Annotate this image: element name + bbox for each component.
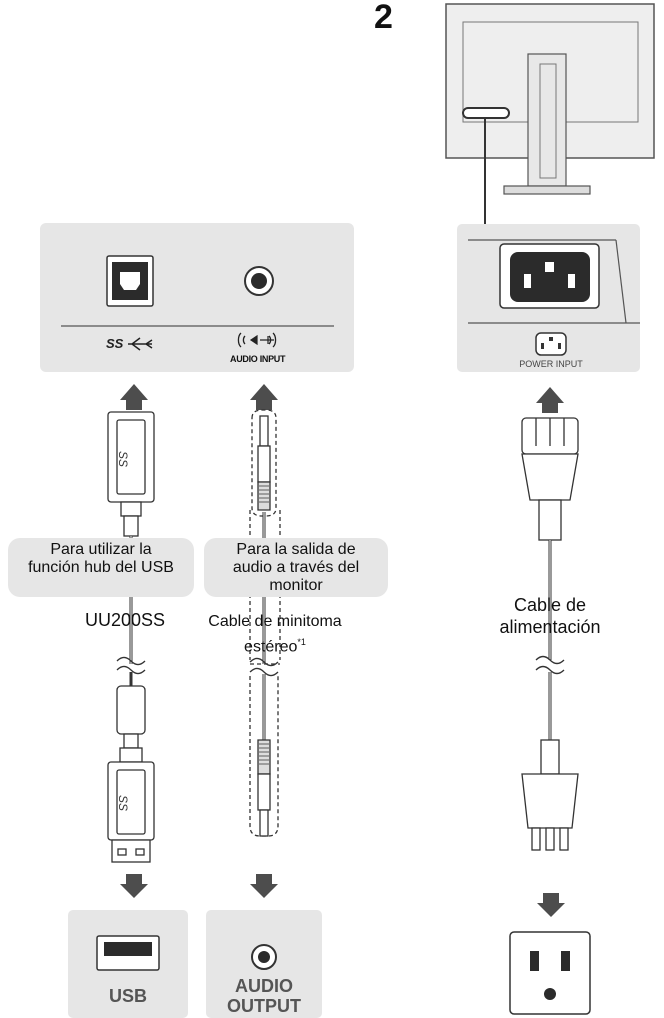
step-number: 2 — [374, 0, 393, 36]
usb-purpose-text: Para utilizar la función hub del USB — [28, 541, 174, 576]
direction-arrows — [120, 384, 565, 917]
power-cable-label-line2: alimentación — [499, 617, 601, 637]
audio-purpose-bubble: Para la salida de audio a través del mon… — [204, 538, 388, 597]
audio-input-label: AUDIO INPUT — [230, 354, 286, 364]
power-cable-label: Cable de alimentación — [480, 594, 620, 638]
svg-text:SS: SS — [116, 451, 130, 467]
input-port-panel: SS — [40, 223, 354, 372]
usb-destination-label: USB — [108, 986, 147, 1006]
audio-cable-label-line1: Cable de minitoma — [208, 613, 342, 630]
power-input-label: POWER INPUT — [519, 359, 583, 369]
audio-cable-label-line2: estéreo*1 — [190, 632, 360, 657]
audio-output-label-line2: OUTPUT — [227, 996, 301, 1016]
audio-cable-label-text: estéreo — [244, 638, 298, 656]
monitor-rear-illustration — [445, 3, 655, 225]
destination-panels — [68, 910, 322, 1018]
audio-cable-label: Cable de minitoma estéreo*1 — [190, 612, 360, 657]
usb-cable-label: UU200SS — [84, 610, 166, 630]
audio-output-label: AUDIO OUTPUT — [206, 976, 322, 1016]
svg-text:SS: SS — [106, 336, 124, 351]
power-port-panel — [457, 224, 640, 372]
audio-purpose-text: Para la salida de audio a través del mon… — [232, 541, 360, 594]
power-cable-label-line1: Cable de — [513, 595, 587, 615]
usb-symbol-icon — [77, 338, 117, 352]
audio-output-label-line1: AUDIO — [235, 976, 293, 996]
footnote-mark: *1 — [297, 637, 306, 647]
wall-outlet-illustration — [509, 931, 591, 1015]
svg-text:SS: SS — [116, 795, 130, 811]
usb-cable-illustration: SS SS — [107, 411, 155, 863]
audio-cable-illustration — [249, 409, 281, 837]
power-cable-illustration — [521, 417, 579, 851]
usb-purpose-bubble: Para utilizar la función hub del USB — [8, 538, 194, 597]
